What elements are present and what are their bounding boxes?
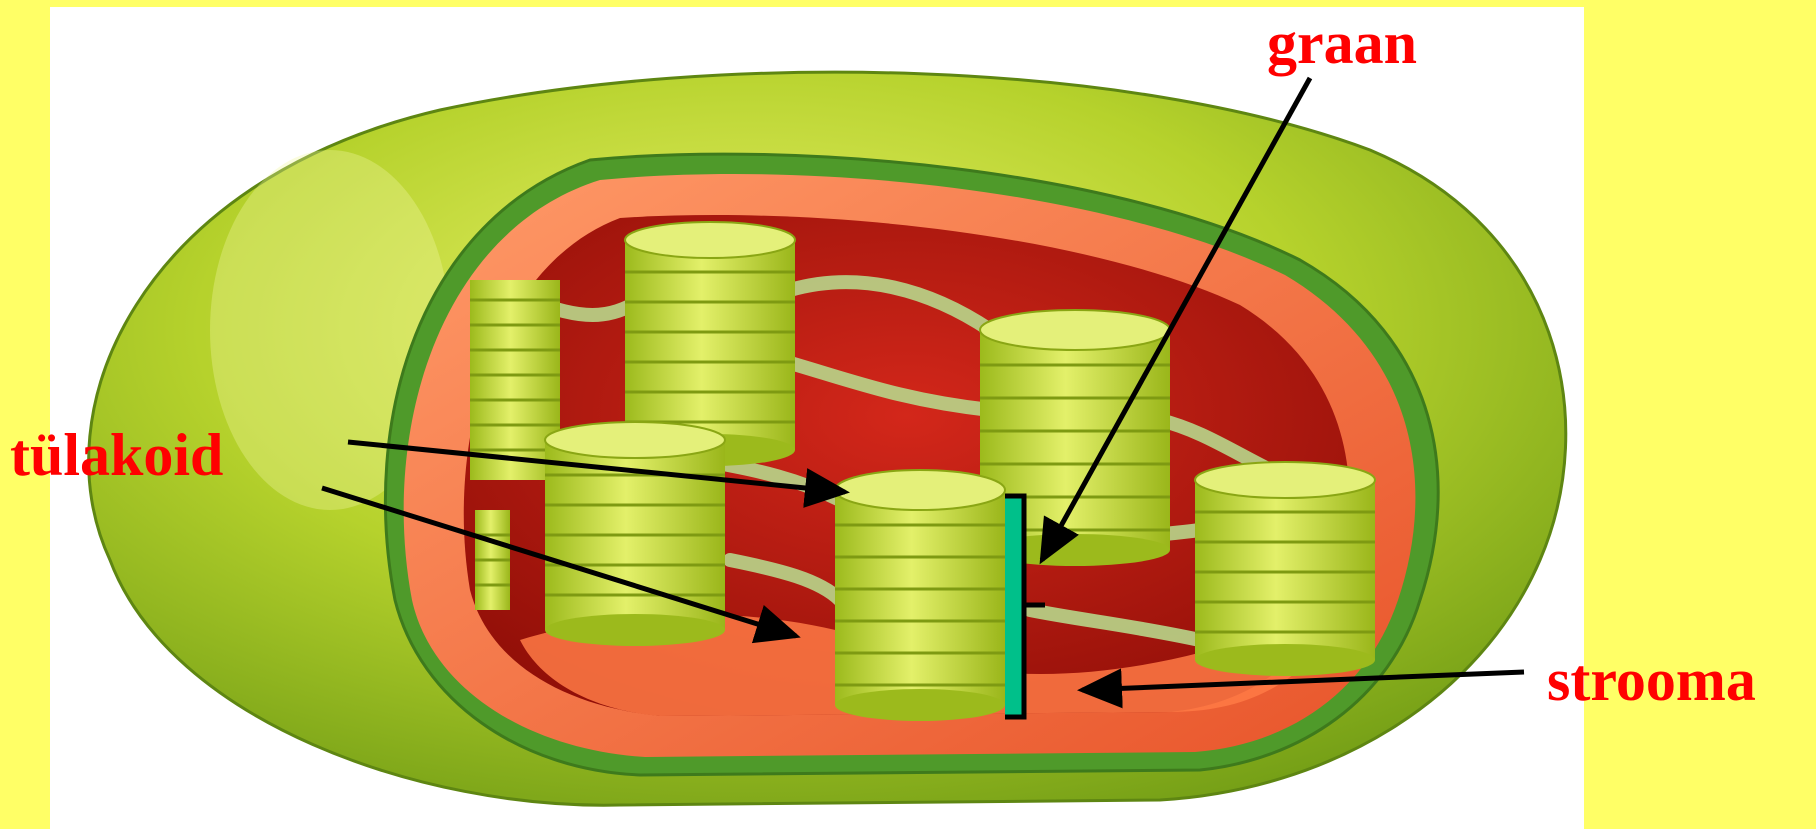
granum-stack-right: [1195, 462, 1375, 676]
granum-stack-left: [545, 422, 725, 646]
granum-stack-center: [835, 470, 1005, 721]
granum-stack-far-left: [475, 510, 510, 610]
label-strooma: strooma: [1547, 650, 1756, 710]
label-tulakoid: tülakoid: [10, 425, 223, 485]
label-graan: graan: [1267, 13, 1417, 73]
